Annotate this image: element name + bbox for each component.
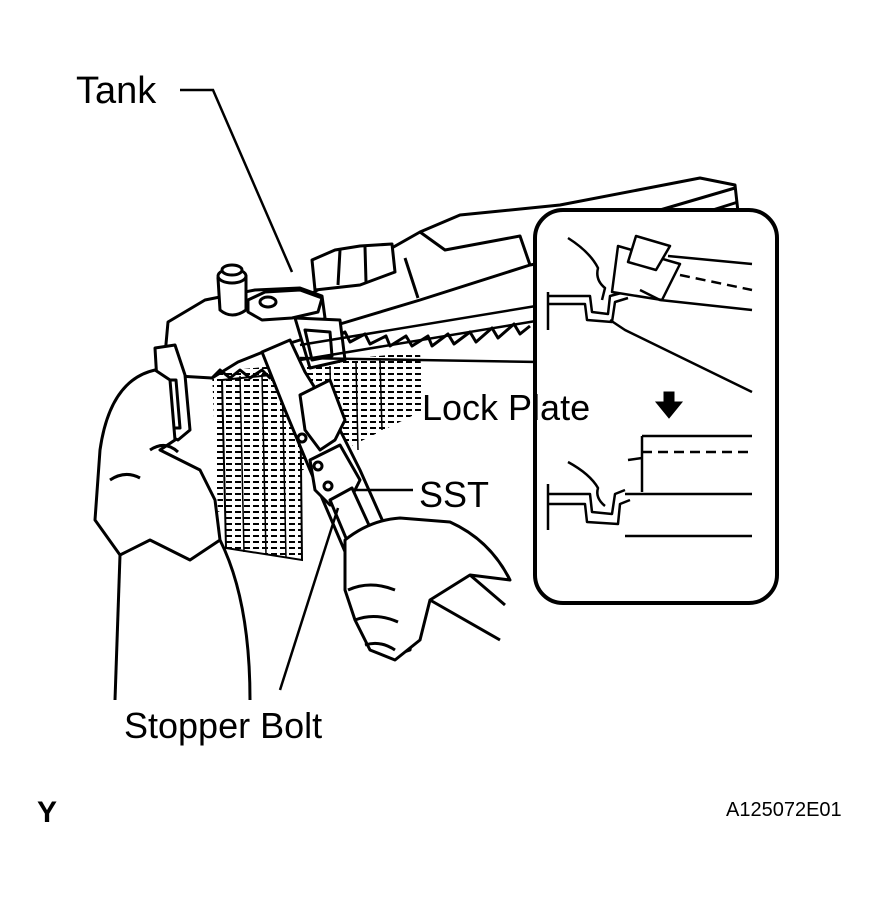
corner-mark: Y	[37, 796, 58, 829]
detail-inset	[533, 208, 779, 605]
right-hand	[343, 516, 512, 662]
tank-label: Tank	[76, 70, 157, 112]
inset-callout-lower	[299, 318, 543, 362]
lock-plate-label: Lock Plate	[422, 387, 591, 428]
stopper-bolt-label: Stopper Bolt	[124, 705, 323, 746]
arrow-down-icon	[654, 391, 684, 419]
detail-after	[546, 434, 752, 538]
sst-label: SST	[419, 474, 490, 515]
left-hand	[93, 368, 252, 701]
tank-leader	[180, 88, 294, 273]
stopper-bolt-leader	[278, 507, 340, 691]
detail-before	[546, 234, 753, 394]
inset-callout-upper	[299, 303, 543, 347]
figure-code: A125072E01	[726, 799, 842, 821]
